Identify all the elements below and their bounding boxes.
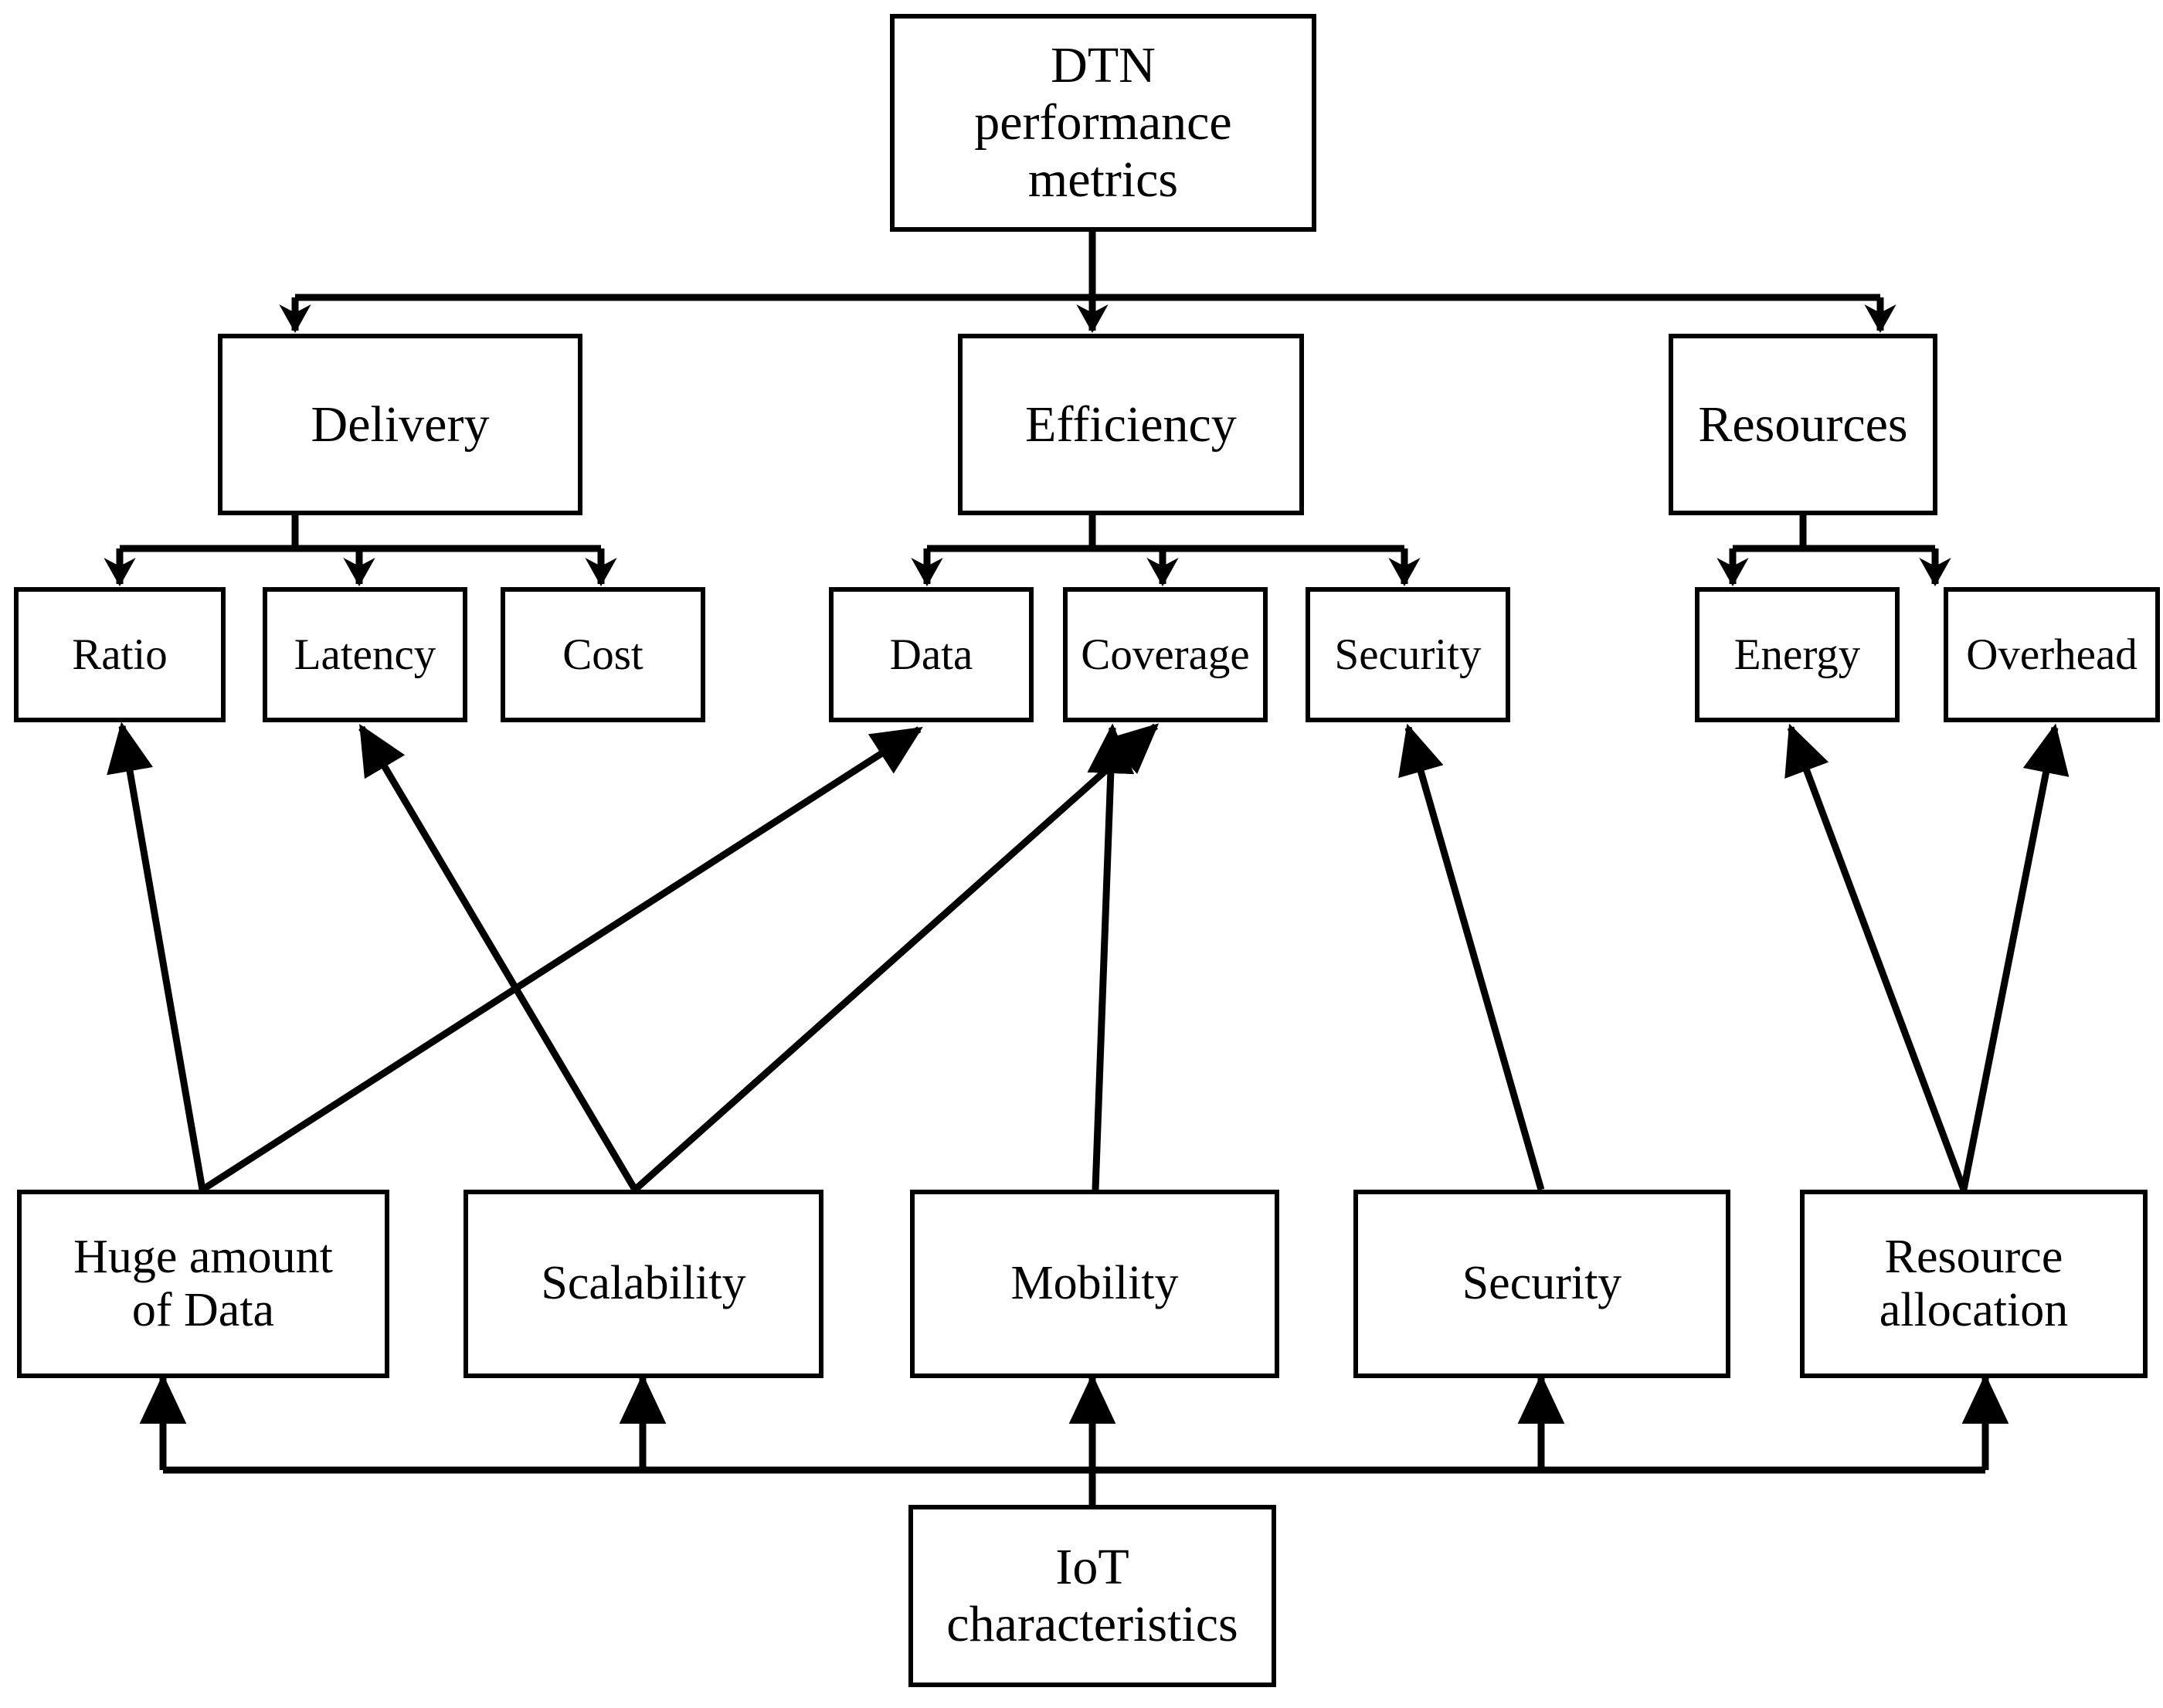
node-data[interactable]: Data xyxy=(829,587,1034,722)
node-label: Huge amount of Data xyxy=(73,1230,333,1336)
node-label: Coverage xyxy=(1081,630,1250,679)
node-label: Delivery xyxy=(311,396,490,453)
node-label: Data xyxy=(889,630,973,679)
node-label: Scalability xyxy=(541,1257,746,1310)
node-scalability[interactable]: Scalability xyxy=(464,1190,823,1378)
node-dtn-performance-metrics[interactable]: DTN performance metrics xyxy=(890,14,1316,232)
node-label: Resource allocation xyxy=(1879,1230,2069,1336)
node-label: Efficiency xyxy=(1025,396,1237,453)
edge-mobility-coverage xyxy=(1087,723,1135,1190)
node-security-metric[interactable]: Security xyxy=(1306,587,1510,722)
node-label: Ratio xyxy=(72,630,168,679)
node-security-characteristic[interactable]: Security xyxy=(1353,1190,1730,1378)
node-resource-allocation[interactable]: Resource allocation xyxy=(1800,1190,2148,1378)
node-label: Security xyxy=(1462,1257,1622,1310)
node-latency[interactable]: Latency xyxy=(263,587,467,722)
node-cost[interactable]: Cost xyxy=(501,587,705,722)
node-label: DTN performance metrics xyxy=(974,37,1232,208)
influence-connectors xyxy=(107,722,2070,1193)
node-coverage[interactable]: Coverage xyxy=(1063,587,1268,722)
node-resources[interactable]: Resources xyxy=(1669,334,1937,515)
edge-hugedata-ratio xyxy=(107,722,206,1190)
edge-security-security xyxy=(1398,723,1545,1191)
node-label: Energy xyxy=(1733,630,1861,679)
edge-resourcealloc-energy xyxy=(1784,723,1968,1191)
node-energy[interactable]: Energy xyxy=(1695,587,1900,722)
iot-connectors xyxy=(139,1374,2009,1505)
node-label: Overhead xyxy=(1966,630,2138,679)
edge-resourcealloc-overhead xyxy=(1960,723,2070,1190)
node-huge-amount-of-data[interactable]: Huge amount of Data xyxy=(17,1190,389,1378)
node-label: Cost xyxy=(562,630,643,679)
node-label: IoT characteristics xyxy=(946,1539,1238,1652)
node-label: Resources xyxy=(1698,396,1908,453)
edge-hugedata-data xyxy=(200,726,923,1193)
node-label: Latency xyxy=(294,630,436,679)
node-mobility[interactable]: Mobility xyxy=(910,1190,1279,1378)
node-iot-characteristics[interactable]: IoT characteristics xyxy=(908,1505,1276,1687)
edge-scalability-coverage xyxy=(633,723,1160,1193)
node-efficiency[interactable]: Efficiency xyxy=(958,334,1304,515)
edge-scalability-latency xyxy=(358,724,638,1192)
node-delivery[interactable]: Delivery xyxy=(218,334,582,515)
node-ratio[interactable]: Ratio xyxy=(14,587,226,722)
node-label: Security xyxy=(1334,630,1482,679)
node-label: Mobility xyxy=(1010,1257,1179,1310)
node-overhead[interactable]: Overhead xyxy=(1944,587,2160,722)
